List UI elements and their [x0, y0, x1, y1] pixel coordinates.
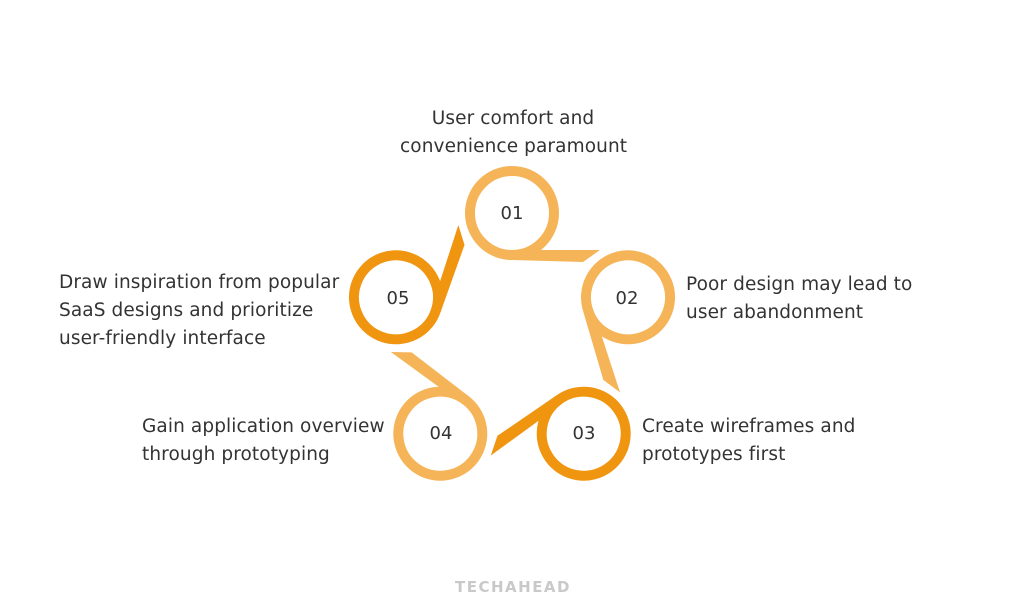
- step-02-ring: [581, 250, 676, 393]
- step-03-label: Create wireframes and prototypes first: [642, 413, 856, 469]
- step-01-label-line-2: convenience paramount: [400, 136, 628, 157]
- step-02-label-line-1: Poor design may lead to: [686, 274, 913, 295]
- step-02-number: 02: [615, 288, 639, 309]
- techahead-logo: TECHAHEAD: [454, 578, 571, 596]
- step-05-connector: [431, 225, 465, 312]
- step-05-label-line-3: user-friendly interface: [59, 328, 266, 349]
- step-03-label-line-2: prototypes first: [642, 444, 786, 465]
- step-03-ring: [490, 386, 631, 481]
- step-04-label-line-1: Gain application overview: [142, 416, 385, 437]
- step-04-label-line-2: through prototyping: [142, 444, 330, 465]
- step-04-ring: [390, 352, 488, 481]
- step-03-connector: [490, 395, 562, 456]
- step-03-number: 03: [572, 423, 596, 444]
- step-01-ring: [465, 166, 600, 262]
- step-04-label: Gain application overview through protot…: [142, 413, 385, 469]
- step-05-label: Draw inspiration from popular SaaS desig…: [59, 269, 339, 353]
- step-04-connector: [390, 352, 468, 404]
- step-04-number: 04: [429, 423, 453, 444]
- step-02-label-line-2: user abandonment: [686, 302, 864, 323]
- step-02-connector: [583, 308, 621, 393]
- step-05-ring: [348, 225, 465, 345]
- step-01-connector: [512, 250, 600, 262]
- step-02-label: Poor design may lead to user abandonment: [686, 271, 912, 327]
- step-05-number: 05: [386, 288, 410, 309]
- step-05-label-line-2: SaaS designs and prioritize: [59, 300, 314, 321]
- step-05-label-line-1: Draw inspiration from popular: [59, 272, 340, 293]
- step-01-label: User comfort and convenience paramount: [400, 105, 628, 161]
- step-01-number: 01: [500, 203, 524, 224]
- step-01-label-line-1: User comfort and: [431, 108, 595, 129]
- step-03-label-line-1: Create wireframes and: [642, 416, 856, 437]
